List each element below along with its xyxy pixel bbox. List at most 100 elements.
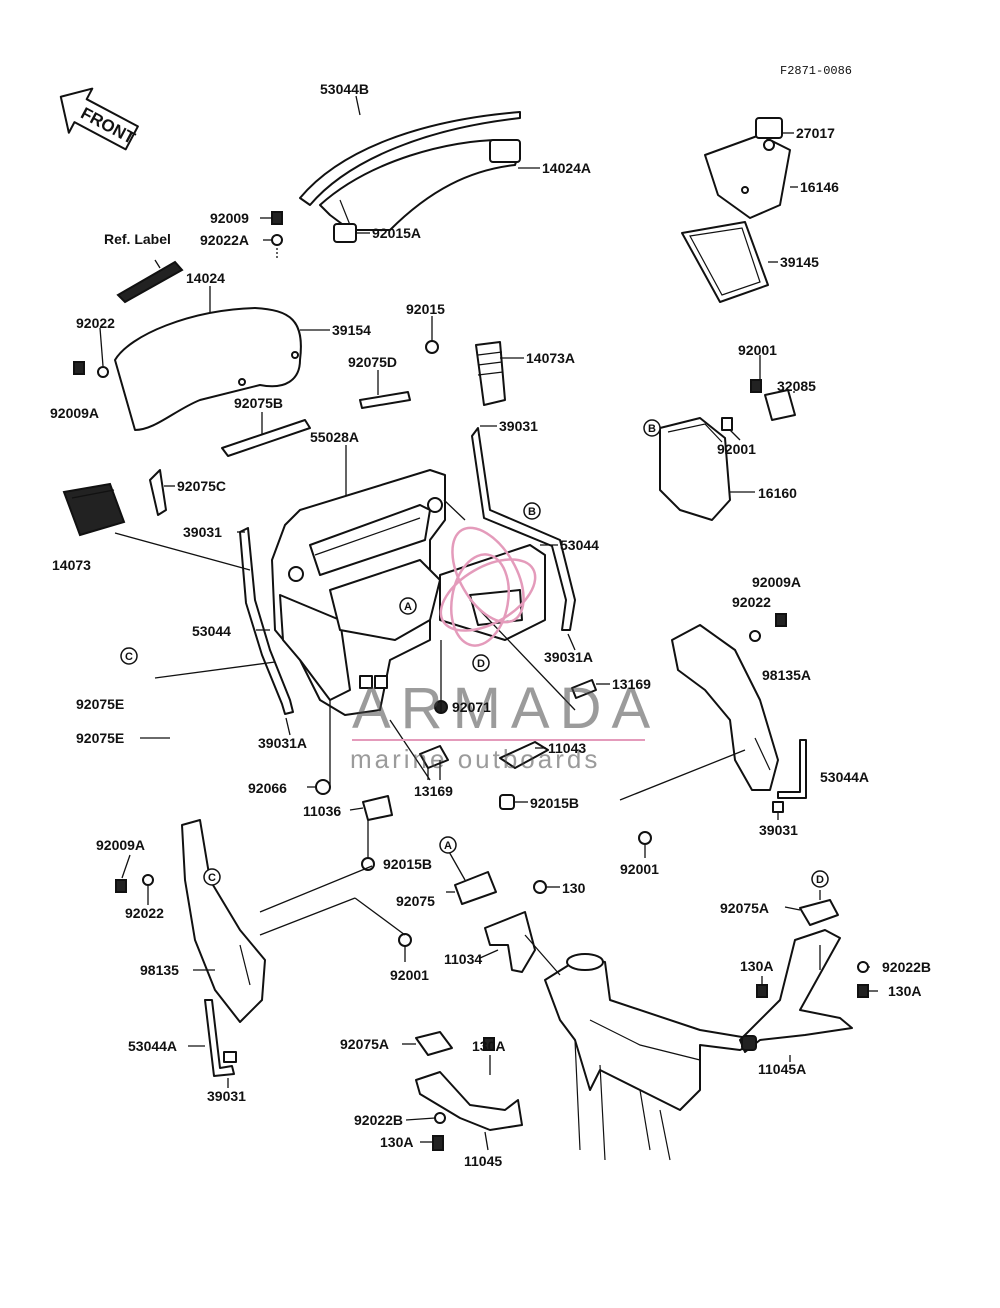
svg-text:A: A xyxy=(404,601,412,613)
label-39145: 39145 xyxy=(780,254,819,270)
label-92075d: 92075D xyxy=(348,354,397,370)
reflector-14073 xyxy=(62,482,126,537)
label-92009a-left: 92009A xyxy=(50,405,99,421)
strut-53044a-right xyxy=(772,739,807,813)
clip-27017-icon xyxy=(755,117,783,151)
label-92022: 92022 xyxy=(76,315,115,331)
label-32085: 32085 xyxy=(777,378,816,394)
svg-text:C: C xyxy=(208,872,216,884)
part-labels: Ref. Label 53044B 14024A 27017 16146 391… xyxy=(50,81,931,1169)
strut-53044-right xyxy=(471,427,576,631)
label-92075a-right: 92075A xyxy=(720,900,769,916)
svg-text:A: A xyxy=(444,840,452,852)
label-130a-bottom: 130A xyxy=(472,1038,505,1054)
label-39031-left: 39031 xyxy=(183,524,222,540)
label-16160: 16160 xyxy=(758,485,797,501)
bracket-92075a-left xyxy=(415,1031,453,1056)
label-13169-mid: 13169 xyxy=(414,783,453,799)
label-92009a-bottom: 92009A xyxy=(96,837,145,853)
label-92075e-1: 92075E xyxy=(76,696,124,712)
svg-text:C: C xyxy=(125,651,133,663)
callout-d-right: D xyxy=(811,870,829,888)
label-98135a: 98135A xyxy=(762,667,811,683)
svg-text:D: D xyxy=(816,874,824,886)
label-92075a-left: 92075A xyxy=(340,1036,389,1052)
label-53044a-right: 53044A xyxy=(820,769,869,785)
grommet-92015a-icon xyxy=(333,223,357,243)
label-92015b-right: 92015B xyxy=(530,795,579,811)
screws-92009a-92022-bottom-icon xyxy=(115,874,154,893)
label-13169-right: 13169 xyxy=(612,676,651,692)
label-11036: 11036 xyxy=(303,803,341,819)
bolt-92001-right-icon xyxy=(638,831,652,845)
label-92066: 92066 xyxy=(248,780,287,796)
label-39031-top: 39031 xyxy=(499,418,538,434)
nut-130-icon xyxy=(533,880,547,894)
bracket-11036 xyxy=(362,795,393,821)
label-92022b-left: 92022B xyxy=(354,1112,403,1128)
label-11034: 11034 xyxy=(444,951,482,967)
callout-a-bottom: A xyxy=(439,836,457,854)
callout-b-right: B xyxy=(643,419,661,437)
battery-box-16160 xyxy=(659,417,731,521)
ref-label-plate xyxy=(116,260,184,304)
label-92075c: 92075C xyxy=(177,478,226,494)
label-92001-right: 92001 xyxy=(620,861,659,877)
label-39031-bottom: 39031 xyxy=(207,1088,246,1104)
label-16146: 16146 xyxy=(800,179,839,195)
nut-92066-icon xyxy=(315,779,331,795)
label-39031-right: 39031 xyxy=(759,822,798,838)
label-92022-bottom: 92022 xyxy=(125,905,164,921)
strip-92075c xyxy=(149,469,167,516)
label-92015a: 92015A xyxy=(372,225,421,241)
screws-130a-92022b-left-icon xyxy=(432,1037,495,1151)
watermark: ARMADA marine outboards xyxy=(350,526,660,774)
label-27017: 27017 xyxy=(796,125,835,141)
label-92075b: 92075B xyxy=(234,395,283,411)
label-92001-top: 92001 xyxy=(738,342,777,358)
callout-b-center: B xyxy=(523,502,541,520)
label-53044-left: 53044 xyxy=(192,623,231,639)
label-98135: 98135 xyxy=(140,962,179,978)
label-92015: 92015 xyxy=(406,301,445,317)
label-92075: 92075 xyxy=(396,893,435,909)
bracket-92075a-right xyxy=(799,899,839,926)
label-39154: 39154 xyxy=(332,322,371,338)
strut-53044-left xyxy=(239,527,294,715)
svg-text:B: B xyxy=(528,506,536,518)
label-53044: 53044 xyxy=(560,537,599,553)
side-cover-14024 xyxy=(114,307,302,431)
side-panel-98135a xyxy=(671,613,787,791)
cover-16146 xyxy=(704,134,791,219)
leader-lines xyxy=(99,95,878,1151)
callout-c-left: C xyxy=(120,647,138,665)
seat-back-14024a xyxy=(299,111,521,231)
grommet-92015-icon xyxy=(425,340,439,354)
label-53044b: 53044B xyxy=(320,81,369,97)
label-92001-bottom: 92001 xyxy=(390,967,429,983)
callout-c-panel: C xyxy=(203,868,221,886)
label-14024: 14024 xyxy=(186,270,225,286)
front-arrow-icon: FRONT xyxy=(59,87,139,151)
label-39031a-right: 39031A xyxy=(544,649,593,665)
strip-92075d xyxy=(359,391,411,409)
watermark-tagline: marine outboards xyxy=(350,744,600,774)
label-92071: 92071 xyxy=(452,699,491,715)
diagram-code: F2871-0086 xyxy=(780,64,852,78)
label-92009: 92009 xyxy=(210,210,249,226)
label-92022b-right: 92022B xyxy=(882,959,931,975)
strut-53044a-left xyxy=(204,999,237,1077)
label-130a-right-2: 130A xyxy=(888,983,921,999)
label-11045: 11045 xyxy=(464,1153,502,1169)
label-92001-mid: 92001 xyxy=(717,441,756,457)
watermark-logo-icon xyxy=(439,526,537,647)
watermark-brand: ARMADA xyxy=(352,676,660,741)
callout-a-top: A xyxy=(399,597,417,615)
label-14073: 14073 xyxy=(52,557,91,573)
label-39031a-left: 39031A xyxy=(258,735,307,751)
bolt-92001-bottom-icon xyxy=(398,933,412,947)
reflector-14073a xyxy=(475,341,506,406)
label-92015b-left: 92015B xyxy=(383,856,432,872)
grommet-92015b-right-icon xyxy=(499,794,515,810)
label-14073a: 14073A xyxy=(526,350,575,366)
